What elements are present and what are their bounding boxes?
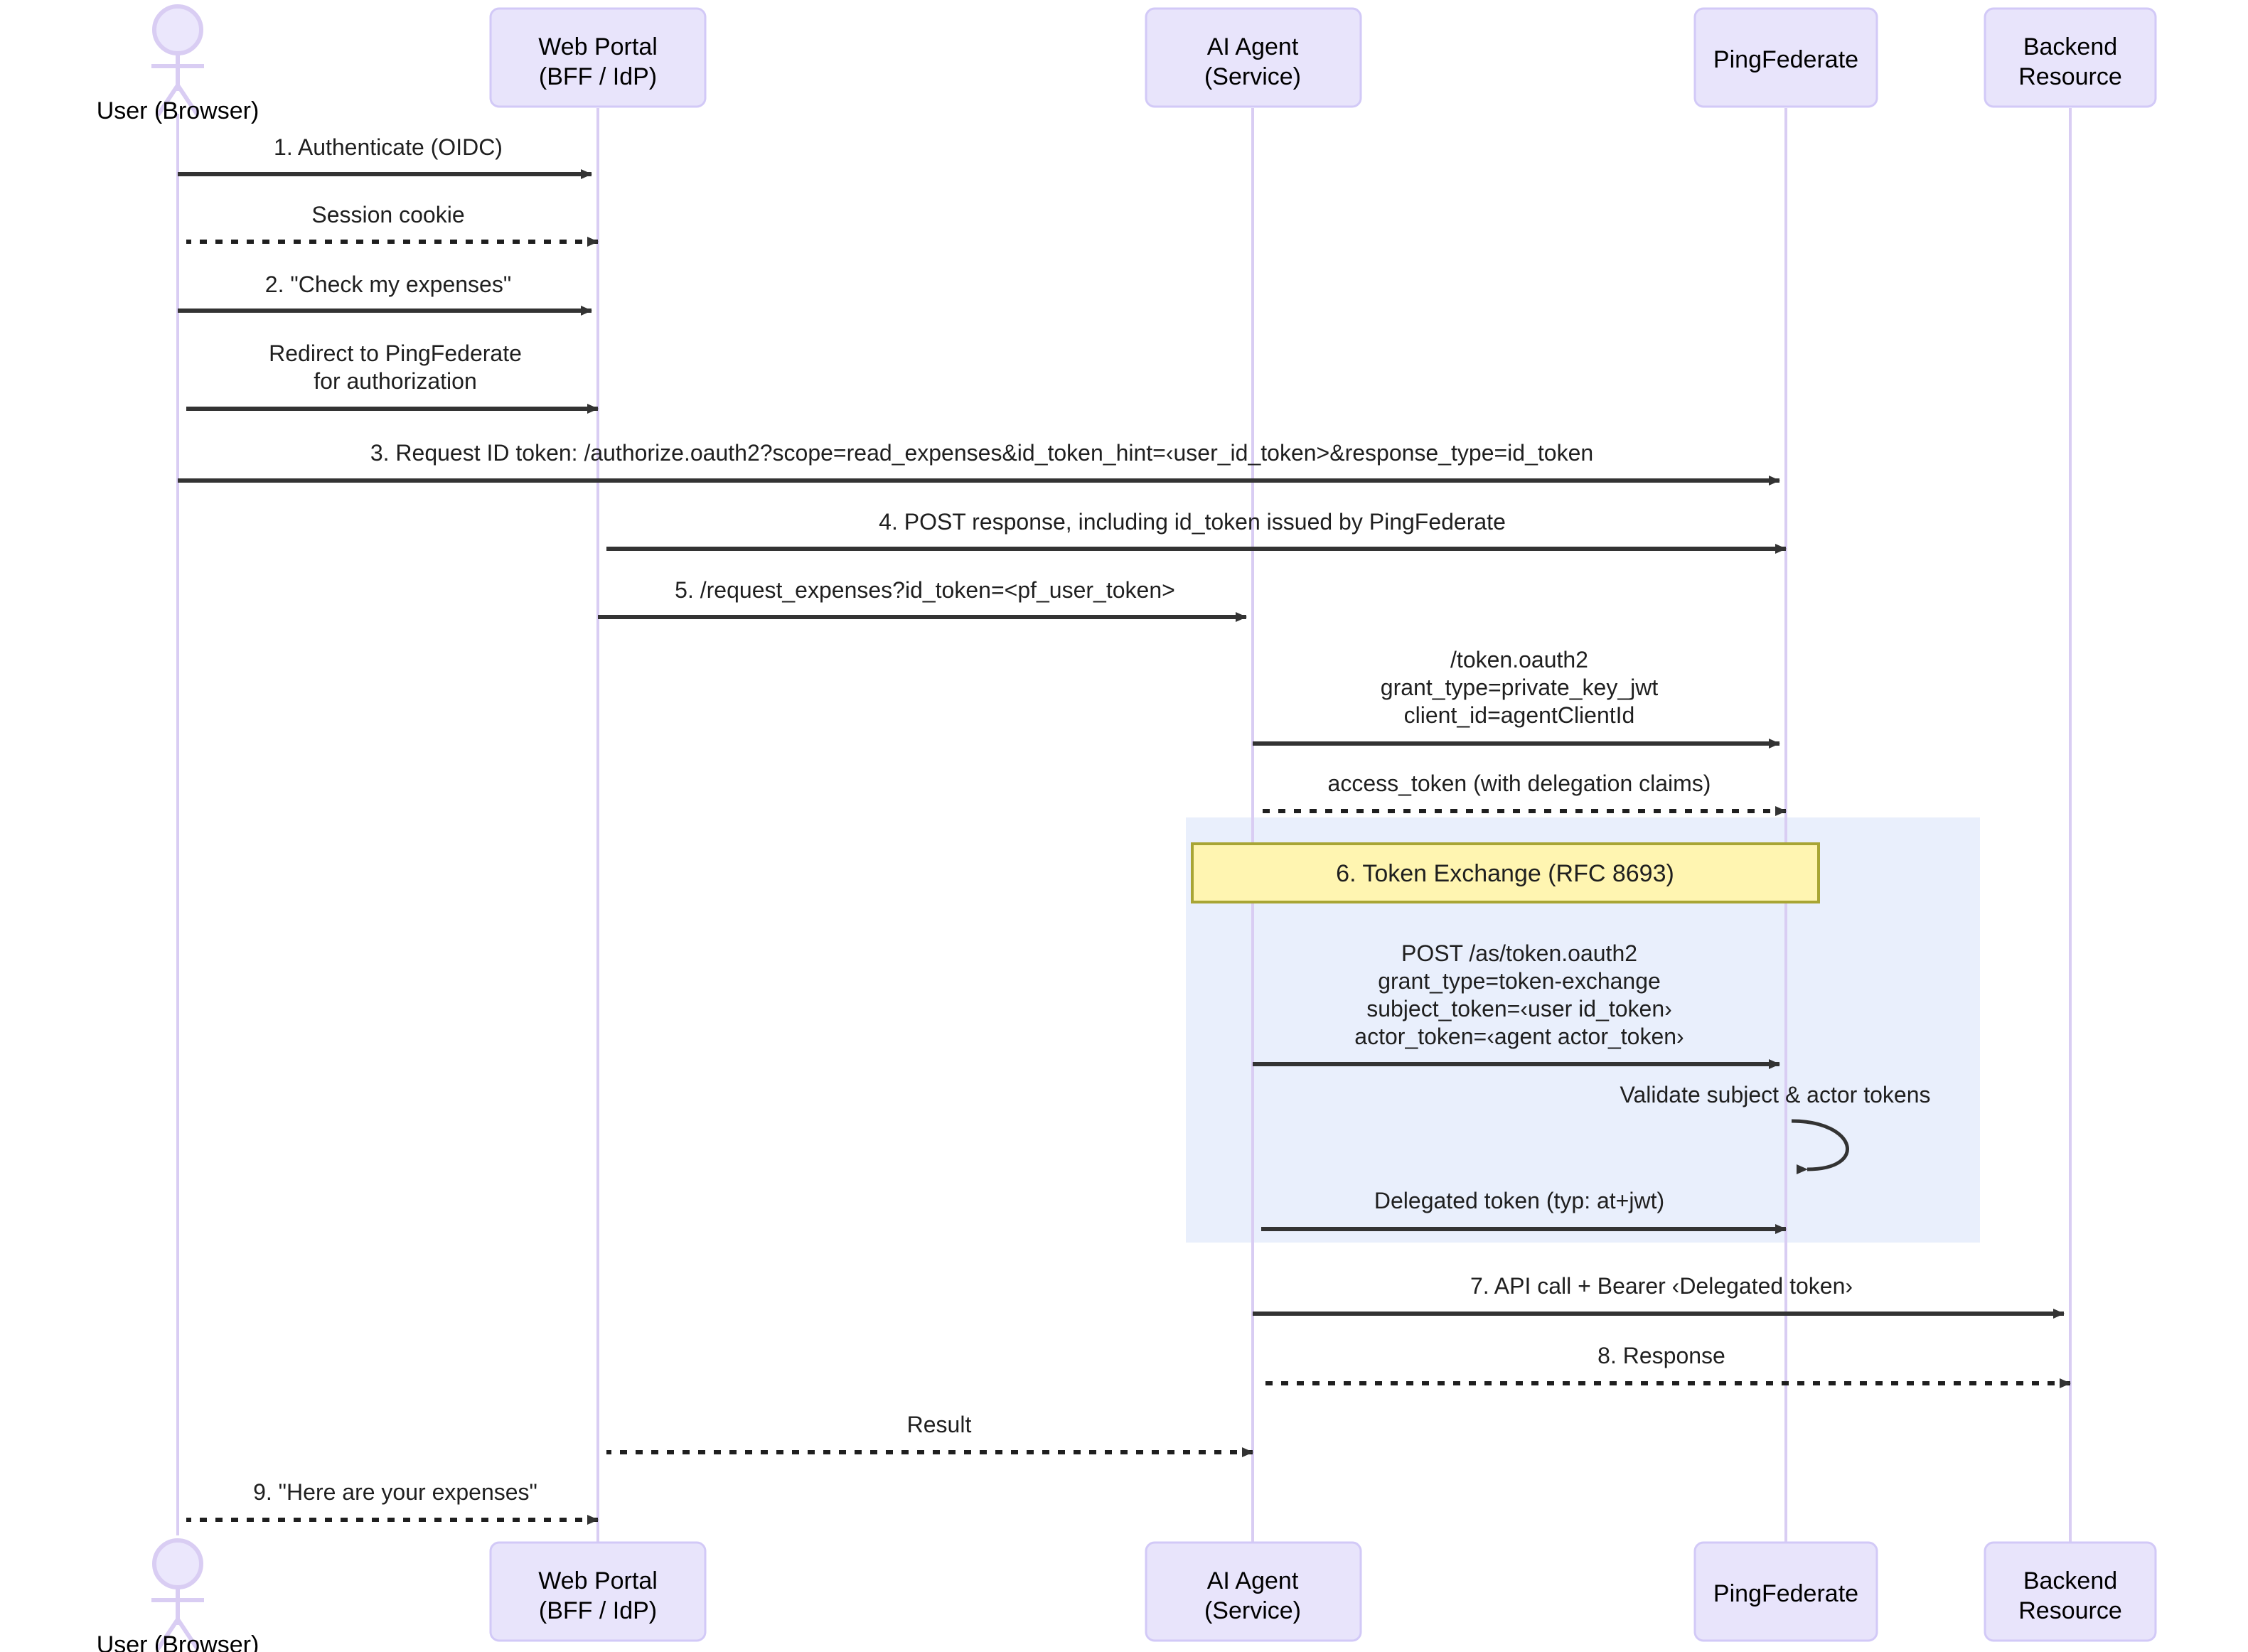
participant-portal-bottom[interactable]: Web Portal (BFF / IdP) xyxy=(489,1541,707,1642)
message-15-label: Result xyxy=(907,1412,972,1437)
message-13-api-call-bearer-delegated-token[interactable]: 7. API call + Bearer ‹Delegated token› xyxy=(1253,1273,2065,1319)
message-2-session-cookie[interactable]: Session cookie xyxy=(186,202,599,247)
message-10-label-line2: grant_type=token-exchange xyxy=(1378,968,1661,994)
participant-agent-top[interactable]: AI Agent (Service) xyxy=(1145,7,1362,108)
participant-portal-top[interactable]: Web Portal (BFF / IdP) xyxy=(489,7,707,108)
participant-box-pingfederate-bottom xyxy=(1693,1541,1878,1642)
message-16-here-are-your-expenses[interactable]: 9. "Here are your expenses" xyxy=(186,1479,599,1525)
participant-box-portal-bottom xyxy=(489,1541,707,1642)
message-8-label-line2: grant_type=private_key_jwt xyxy=(1381,675,1659,700)
participant-label-portal-top-line2: (BFF / IdP) xyxy=(539,63,657,90)
message-4-redirect-to-pingfederate[interactable]: Redirect to PingFederate for authorizati… xyxy=(186,340,599,414)
message-8-label-line1: /token.oauth2 xyxy=(1450,647,1588,672)
participant-label-agent-top-line2: (Service) xyxy=(1204,63,1301,90)
actor-head-icon xyxy=(152,4,203,55)
participant-pingfederate-bottom[interactable]: PingFederate xyxy=(1693,1541,1878,1642)
message-8-token-oauth2-private-key-jwt[interactable]: /token.oauth2 grant_type=private_key_jwt… xyxy=(1253,647,1780,749)
message-1-label: 1. Authenticate (OIDC) xyxy=(274,134,503,160)
participant-label-agent-top-line1: AI Agent xyxy=(1207,33,1299,60)
message-15-result[interactable]: Result xyxy=(606,1412,1253,1457)
participant-box-pingfederate-top xyxy=(1693,7,1878,108)
participant-user-bottom[interactable]: User (Browser) xyxy=(97,1538,259,1652)
message-13-label: 7. API call + Bearer ‹Delegated token› xyxy=(1470,1273,1853,1299)
actor-leg-right-icon-bottom xyxy=(176,1618,200,1651)
participant-user-top[interactable]: User (Browser) xyxy=(97,4,259,124)
message-11-validate-subject-actor-tokens[interactable]: Validate subject & actor tokens xyxy=(1620,1082,1931,1175)
participant-label-backend-bottom-line1: Backend xyxy=(2023,1567,2117,1594)
message-7-label: 5. /request_expenses?id_token=<pf_user_t… xyxy=(675,577,1175,603)
message-10-label-line3: subject_token=‹user id_token› xyxy=(1366,996,1672,1021)
participant-label-portal-top-line1: Web Portal xyxy=(538,33,658,60)
participant-label-user-top: User (Browser) xyxy=(97,97,259,124)
message-8-label-line3: client_id=agentClientId xyxy=(1404,702,1635,728)
actor-leg-left-icon xyxy=(156,84,180,117)
participant-label-portal-bottom-line1: Web Portal xyxy=(538,1567,658,1594)
message-1-authenticate-oidc[interactable]: 1. Authenticate (OIDC) xyxy=(178,134,592,179)
message-9-label: access_token (with delegation claims) xyxy=(1328,771,1711,796)
message-14-label: 8. Response xyxy=(1597,1343,1725,1368)
message-5-request-id-token[interactable]: 3. Request ID token: /authorize.oauth2?s… xyxy=(178,440,1780,486)
message-9-access-token-delegation-claims[interactable]: access_token (with delegation claims) xyxy=(1261,771,1787,816)
participant-label-portal-bottom-line2: (BFF / IdP) xyxy=(539,1597,657,1624)
participant-label-backend-top-line1: Backend xyxy=(2023,33,2117,60)
participant-label-backend-top-line2: Resource xyxy=(2018,63,2122,90)
token-exchange-note-label: 6. Token Exchange (RFC 8693) xyxy=(1336,860,1674,887)
actor-head-icon-bottom xyxy=(152,1538,203,1589)
participant-label-pingfederate-top: PingFederate xyxy=(1713,46,1858,73)
message-12-label: Delegated token (typ: at+jwt) xyxy=(1374,1188,1664,1213)
message-10-token-exchange-request[interactable]: POST /as/token.oauth2 grant_type=token-e… xyxy=(1253,940,1780,1069)
participant-agent-bottom[interactable]: AI Agent (Service) xyxy=(1145,1541,1362,1642)
participant-label-pingfederate-bottom: PingFederate xyxy=(1713,1580,1858,1607)
participant-box-agent-top xyxy=(1145,7,1362,108)
message-7-request-expenses[interactable]: 5. /request_expenses?id_token=<pf_user_t… xyxy=(598,577,1247,622)
message-11-selfloop-arrow xyxy=(1791,1119,1849,1175)
actor-leg-left-icon-bottom xyxy=(156,1618,180,1651)
message-10-label-line4: actor_token=‹agent actor_token› xyxy=(1354,1024,1684,1049)
message-10-label-line1: POST /as/token.oauth2 xyxy=(1401,940,1637,966)
message-6-post-response-id-token[interactable]: 4. POST response, including id_token iss… xyxy=(606,509,1787,554)
message-11-label: Validate subject & actor tokens xyxy=(1620,1082,1931,1107)
participant-box-backend-top xyxy=(1984,7,2157,108)
token-exchange-note[interactable]: 6. Token Exchange (RFC 8693) xyxy=(1191,842,1820,903)
participant-label-agent-bottom-line2: (Service) xyxy=(1204,1597,1301,1624)
message-4-label-line1: Redirect to PingFederate xyxy=(269,340,522,366)
participant-backend-top[interactable]: Backend Resource xyxy=(1984,7,2157,108)
message-3-check-my-expenses[interactable]: 2. "Check my expenses" xyxy=(178,272,592,316)
actor-leg-right-icon xyxy=(176,84,200,117)
message-12-delegated-token[interactable]: Delegated token (typ: at+jwt) xyxy=(1261,1188,1787,1234)
participant-label-agent-bottom-line1: AI Agent xyxy=(1207,1567,1299,1594)
message-2-label: Session cookie xyxy=(311,202,464,227)
message-16-label: 9. "Here are your expenses" xyxy=(253,1479,537,1505)
message-3-label: 2. "Check my expenses" xyxy=(265,272,511,297)
message-5-label: 3. Request ID token: /authorize.oauth2?s… xyxy=(370,440,1593,466)
participant-pingfederate-top[interactable]: PingFederate xyxy=(1693,7,1878,108)
participant-box-backend-bottom xyxy=(1984,1541,2157,1642)
participant-label-user-bottom: User (Browser) xyxy=(97,1631,259,1652)
participant-label-backend-bottom-line2: Resource xyxy=(2018,1597,2122,1624)
message-4-label-line2: for authorization xyxy=(314,368,476,394)
participant-backend-bottom[interactable]: Backend Resource xyxy=(1984,1541,2157,1642)
message-14-response[interactable]: 8. Response xyxy=(1261,1343,2071,1388)
participant-box-portal-top xyxy=(489,7,707,108)
message-6-label: 4. POST response, including id_token iss… xyxy=(879,509,1506,535)
participant-box-agent-bottom xyxy=(1145,1541,1362,1642)
token-exchange-note-box xyxy=(1191,842,1820,903)
